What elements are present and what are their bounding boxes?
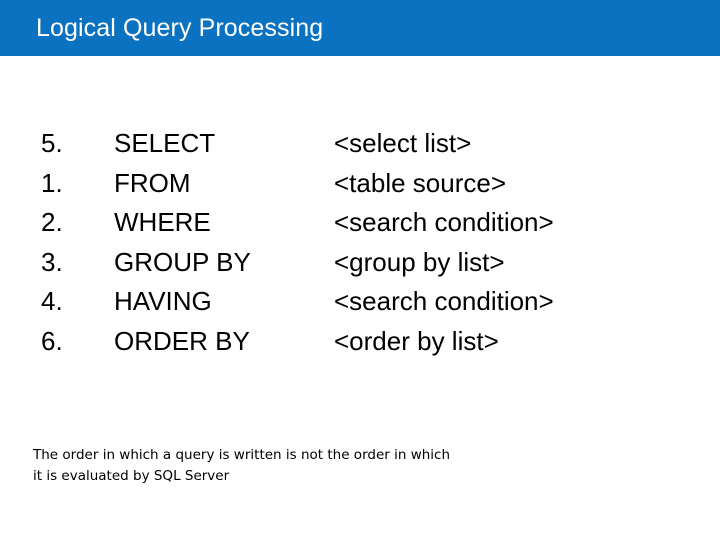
clause-step-number: 5. [41, 128, 63, 158]
table-row: 1. FROM <table source> [41, 167, 661, 207]
clause-step-number: 3. [41, 246, 63, 277]
table-row: 3. GROUP BY <group by list> [41, 246, 661, 286]
clause-placeholder: <table source> [334, 167, 507, 198]
table-row: 2. WHERE <search condition> [41, 206, 661, 246]
clause-keyword: WHERE [114, 207, 211, 238]
footnote-line-1: The order in which a query is written is… [33, 447, 451, 463]
clause-placeholder: <group by list> [334, 246, 505, 277]
page-title: Logical Query Processing [36, 14, 324, 42]
title-banner: Logical Query Processing [0, 0, 720, 56]
logical-query-processing-table: 5. SELECT <select list> 1. FROM <table s… [41, 127, 661, 365]
clause-keyword: ORDER BY [114, 325, 250, 356]
clause-step-number: 4. [41, 286, 63, 317]
clause-keyword: FROM [114, 167, 191, 198]
footnote: The order in which a query is written is… [33, 445, 633, 487]
clause-step-number: 2. [41, 207, 63, 238]
clause-placeholder: <search condition> [334, 207, 554, 238]
clause-placeholder: <order by list> [334, 325, 499, 356]
clause-placeholder: <search condition> [334, 286, 554, 317]
clause-step-number: 6. [41, 325, 63, 356]
clause-placeholder: <select list> [334, 128, 472, 158]
clause-keyword: HAVING [114, 286, 212, 317]
table-row: 5. SELECT <select list> [41, 127, 661, 167]
footnote-line-2: it is evaluated by SQL Server [33, 468, 230, 484]
table-row: 4. HAVING <search condition> [41, 285, 661, 325]
clause-keyword: GROUP BY [114, 246, 251, 277]
table-row: 6. ORDER BY <order by list> [41, 325, 661, 365]
clause-step-number: 1. [41, 167, 63, 198]
clause-keyword: SELECT [114, 128, 216, 158]
